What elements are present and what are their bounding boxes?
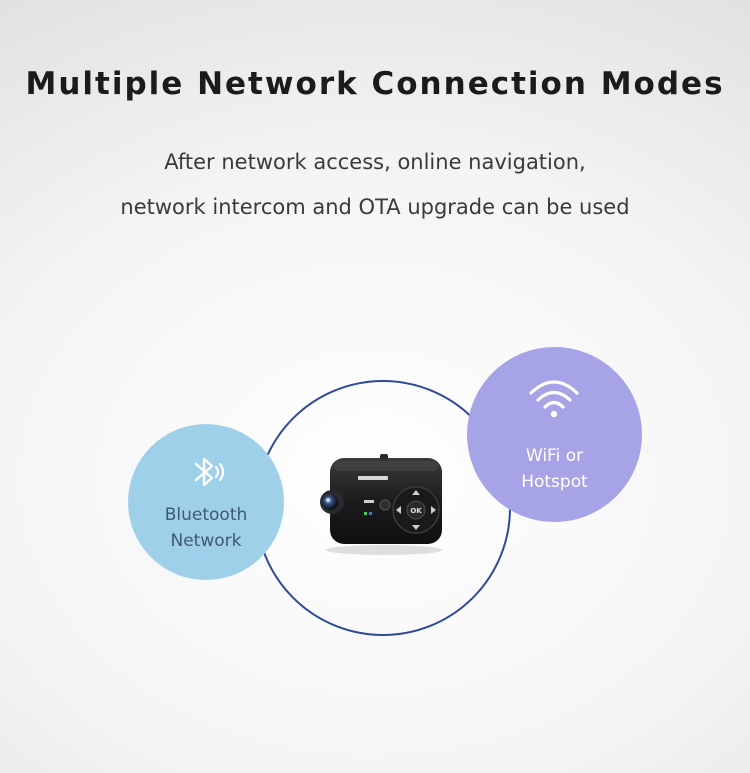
bluetooth-label-line-2: Network [170,531,242,551]
svg-text:OK: OK [410,507,422,515]
bluetooth-label-line-1: Bluetooth [164,505,248,525]
navigation-device-image: OK [320,454,442,555]
description-line-1: After network access, online navigation, [164,150,586,174]
wifi-label-line-1: WiFi or [525,446,584,466]
description-line-2: network intercom and OTA upgrade can be … [120,195,630,219]
bluetooth-icon [194,457,225,487]
wifi-hotspot-bubble: WiFi or Hotspot [467,347,642,522]
page-title: Multiple Network Connection Modes [25,66,725,102]
wifi-icon [529,380,579,418]
wifi-label-line-2: Hotspot [521,472,588,492]
bluetooth-network-bubble: Bluetooth Network [128,424,284,580]
